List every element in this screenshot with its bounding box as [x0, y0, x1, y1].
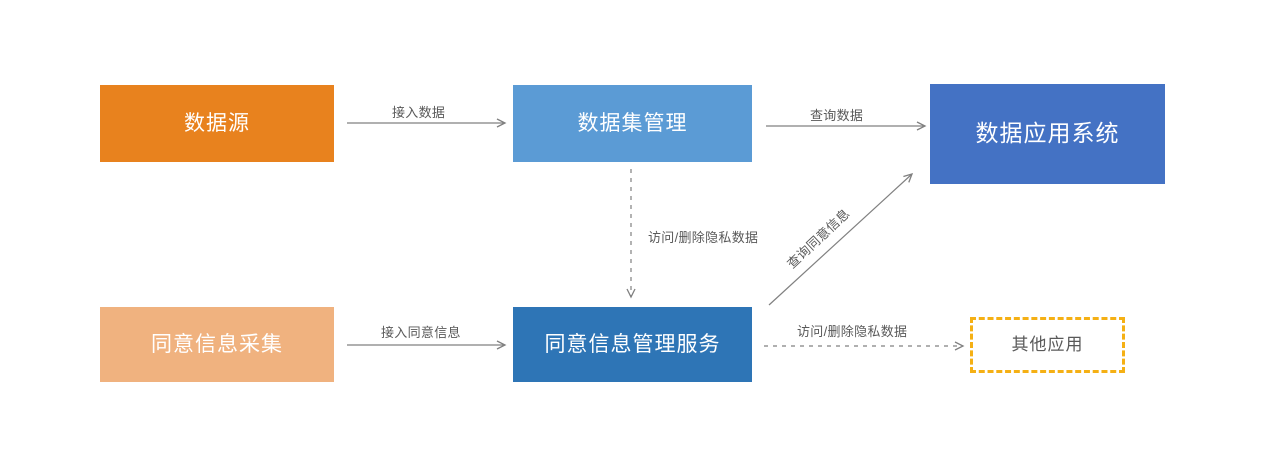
node-data-source[interactable]: 数据源 — [100, 85, 334, 162]
node-other-applications-label: 其他应用 — [1011, 334, 1084, 354]
node-consent-information-management-service-label: 同意信息管理服务 — [544, 332, 721, 356]
node-dataset-management[interactable]: 数据集管理 — [513, 85, 752, 162]
edge-label-access-delete-private-data-vertical: 访问/删除隐私数据 — [648, 230, 759, 245]
edge-label-query-data: 查询数据 — [810, 108, 864, 123]
node-data-application-system-label: 数据应用系统 — [975, 120, 1120, 147]
node-data-source-label: 数据源 — [184, 111, 250, 135]
node-consent-information-collection-label: 同意信息采集 — [151, 332, 283, 356]
node-dataset-management-label: 数据集管理 — [577, 111, 688, 135]
edge-line-query-consent-information — [768, 173, 914, 306]
node-data-application-system[interactable]: 数据应用系统 — [930, 84, 1165, 184]
edge-label-access-delete-private-data-horizontal: 访问/删除隐私数据 — [797, 324, 908, 339]
edge-label-ingest-data: 接入数据 — [392, 105, 446, 120]
edge-label-ingest-consent-information: 接入同意信息 — [381, 325, 461, 340]
node-other-applications[interactable]: 其他应用 — [970, 317, 1125, 373]
node-consent-information-collection[interactable]: 同意信息采集 — [100, 307, 334, 382]
node-consent-information-management-service[interactable]: 同意信息管理服务 — [513, 307, 752, 382]
